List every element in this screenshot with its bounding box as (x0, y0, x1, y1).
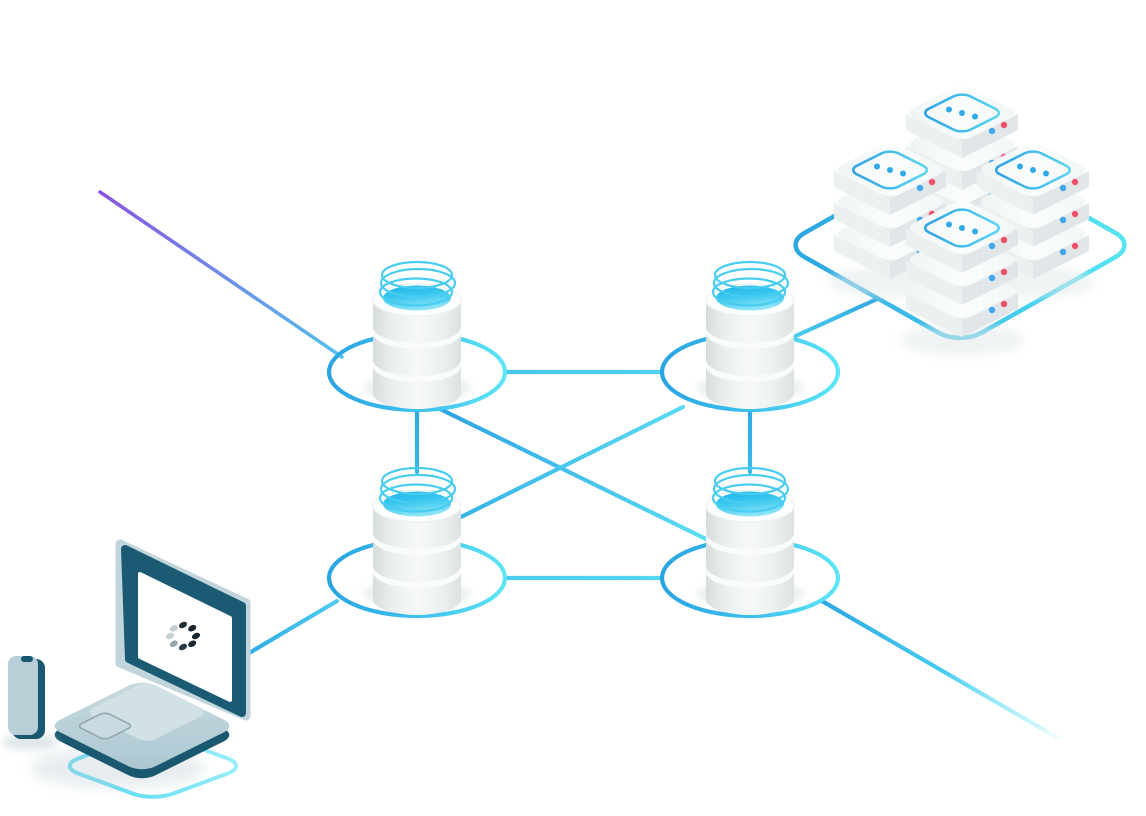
node-server-cluster (783, 84, 1137, 355)
edge-db-tl-to-db-br (435, 405, 709, 542)
node-db-top-left (329, 262, 505, 410)
node-laptop (2, 544, 248, 801)
node-db-top-right (662, 262, 838, 410)
edges-layer (98, 190, 1068, 745)
edge-laptop-to-db-bl (236, 598, 340, 662)
edge-external-uplink (98, 190, 344, 359)
edge-db-tr-to-db-bl (458, 404, 686, 520)
node-db-bottom-left (329, 468, 505, 616)
node-db-bottom-right (662, 468, 838, 616)
edge-db-br-to-offscreen-lower-right (819, 598, 1068, 745)
nodes-layer (2, 84, 1137, 801)
edge-db-tr-to-server-cluster (786, 296, 880, 342)
